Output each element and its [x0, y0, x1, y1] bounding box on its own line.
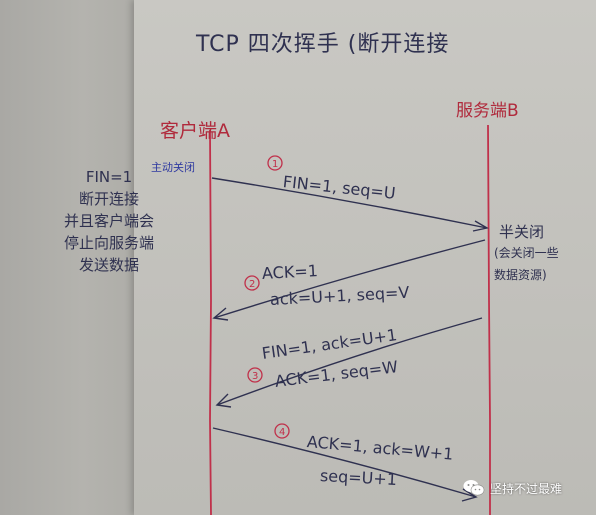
- message-4-arrow: [212, 427, 478, 502]
- step-3-badge: 3: [247, 367, 263, 383]
- side-note-line: 断开连接: [79, 190, 140, 208]
- watermark-text: 坚持不过最难: [490, 481, 563, 496]
- message-2-label-line1: ACK=1: [261, 261, 319, 283]
- side-note-line: FIN=1: [85, 168, 133, 186]
- server-label: 服务端B: [456, 101, 519, 121]
- message-4-label-line2: seq=U+1: [319, 466, 398, 490]
- message-3-arrow: [215, 317, 483, 408]
- step-1-badge: 1: [267, 155, 283, 171]
- step-2-number: 2: [249, 279, 255, 290]
- side-note-line: 并且客户端会: [64, 212, 155, 230]
- active-close-label: 主动关闭: [151, 161, 195, 174]
- paper-left-sheet: [0, 0, 138, 515]
- side-note: FIN=1 断开连接 并且客户端会 停止向服务端 发送数据: [64, 166, 154, 276]
- step-1-number: 1: [272, 159, 278, 170]
- server-lifeline: [487, 124, 491, 515]
- step-2-badge: 2: [244, 275, 260, 291]
- step-3-number: 3: [252, 371, 258, 382]
- side-note-line: 发送数据: [79, 256, 140, 274]
- half-close-note: (会关闭一些 数据资源): [494, 242, 559, 286]
- message-1-arrow: [211, 177, 489, 232]
- watermark: 坚持不过最难: [463, 479, 562, 497]
- message-2-arrow: [212, 239, 486, 321]
- half-close-note-line: 数据资源): [494, 268, 547, 282]
- client-label: 客户端A: [160, 120, 230, 142]
- step-4-number: 4: [279, 427, 285, 438]
- half-close-label: 半关闭: [499, 223, 545, 241]
- side-note-line: 停止向服务端: [64, 234, 155, 252]
- step-4-badge: 4: [274, 423, 290, 439]
- wechat-icon: [463, 480, 485, 496]
- client-lifeline: [209, 129, 212, 515]
- diagram-title: TCP 四次挥手 (断开连接: [196, 32, 450, 57]
- half-close-note-line: (会关闭一些: [494, 246, 559, 260]
